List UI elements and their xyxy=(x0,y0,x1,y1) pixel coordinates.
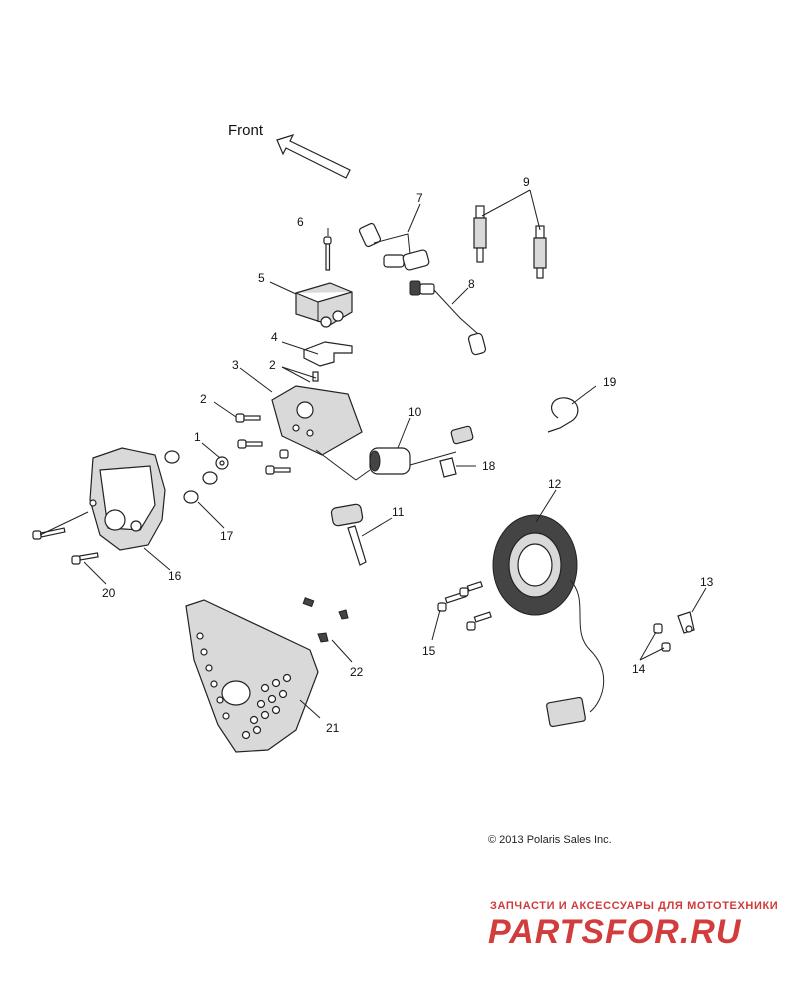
callout-15: 15 xyxy=(422,644,436,658)
callout-16: 16 xyxy=(168,569,182,583)
callout-9: 9 xyxy=(523,175,530,189)
callout-8: 8 xyxy=(468,277,475,291)
leader-lines xyxy=(39,189,707,719)
coil-wire-7 xyxy=(358,222,430,271)
bolts-15 xyxy=(437,581,492,631)
callout-13: 13 xyxy=(700,575,714,589)
spark-plugs-9 xyxy=(473,205,547,279)
callout-5: 5 xyxy=(258,271,265,285)
callout-12: 12 xyxy=(548,477,562,491)
sensor-13 xyxy=(677,611,695,634)
spark-plug-wire-8 xyxy=(409,280,487,356)
front-label: Front xyxy=(228,122,264,139)
bolts-2 xyxy=(235,413,291,475)
callout-4: 4 xyxy=(271,330,278,344)
bezel-holes xyxy=(196,632,292,740)
screws-14 xyxy=(653,623,671,652)
callout-2-top: 2 xyxy=(269,358,276,372)
clip-19 xyxy=(547,397,579,433)
callout-17: 17 xyxy=(220,529,234,543)
bolts-20 xyxy=(32,527,99,565)
callout-18: 18 xyxy=(482,459,496,473)
callout-19: 19 xyxy=(603,375,617,389)
bracket-4 xyxy=(303,341,353,367)
regulator-5 xyxy=(295,282,353,328)
callout-labels: 1 2 2 3 4 5 6 7 8 9 10 11 12 13 14 15 16… xyxy=(102,175,714,735)
connector-18 xyxy=(439,457,457,478)
nut-1 xyxy=(215,456,229,470)
grommets-17 xyxy=(164,450,218,504)
bezel-21 xyxy=(185,599,319,753)
callout-10: 10 xyxy=(408,405,422,419)
callout-6: 6 xyxy=(297,215,304,229)
ignition-switch-10 xyxy=(369,425,474,475)
mount-bracket-3 xyxy=(271,371,363,456)
watermark-logo: PARTSFOR.RU xyxy=(488,913,742,951)
housing-16 xyxy=(89,447,166,551)
bolt-6 xyxy=(323,236,332,271)
clips-22 xyxy=(302,597,349,643)
callout-22: 22 xyxy=(350,665,364,679)
callout-20: 20 xyxy=(102,586,116,600)
callout-2-left: 2 xyxy=(200,392,207,406)
stator-12 xyxy=(492,514,605,728)
callout-1: 1 xyxy=(194,430,201,444)
watermark-tagline: ЗАПЧАСТИ И АКСЕССУАРЫ ДЛЯ МОТОТЕХНИКИ xyxy=(490,900,779,912)
callout-21: 21 xyxy=(326,721,340,735)
callout-3: 3 xyxy=(232,358,239,372)
callout-11: 11 xyxy=(392,505,405,519)
callout-14: 14 xyxy=(632,662,646,676)
callout-7: 7 xyxy=(416,191,423,205)
front-direction-arrow: Front xyxy=(228,122,351,179)
key-11 xyxy=(330,503,367,566)
copyright-notice: © 2013 Polaris Sales Inc. xyxy=(488,834,612,846)
